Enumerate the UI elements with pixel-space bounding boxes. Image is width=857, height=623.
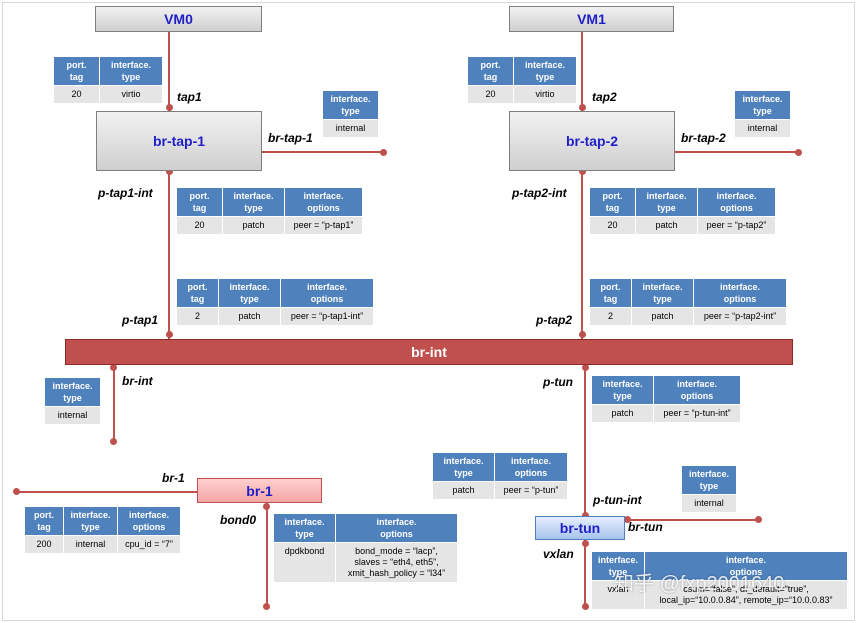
wire-brint-internal xyxy=(113,365,115,442)
br-tap-2-box[interactable]: br-tap-2 xyxy=(509,111,675,171)
port-dot-br-1-end xyxy=(13,488,20,495)
port-dot-p-tap1 xyxy=(166,331,173,338)
table-p-tap1-int: port.tag interface.type interface.option… xyxy=(176,187,363,235)
wire-brtap1-brint xyxy=(168,171,170,339)
wire-brint-brtun xyxy=(584,365,586,516)
table-p-tap1: port.tag interface.type interface.option… xyxy=(176,278,374,326)
label-tap2: tap2 xyxy=(592,90,617,104)
table-vxlan: interface.type interface.options vxlan c… xyxy=(591,551,848,610)
label-vxlan: vxlan xyxy=(543,547,574,561)
port-dot-br-tun xyxy=(624,516,631,523)
label-p-tap1-int: p-tap1-int xyxy=(98,186,153,200)
br-tun-box[interactable]: br-tun xyxy=(535,516,625,540)
label-p-tun-int: p-tun-int xyxy=(593,493,642,507)
port-dot-p-tun-int xyxy=(582,512,589,519)
wire-brtap2-internal xyxy=(675,151,799,153)
port-dot-p-tun xyxy=(582,364,589,371)
port-dot-bond0-end xyxy=(263,603,270,610)
port-dot-tap1 xyxy=(166,104,173,111)
label-br-tun-port: br-tun xyxy=(628,520,663,534)
port-dot-p-tap1-int xyxy=(166,168,173,175)
label-p-tap1: p-tap1 xyxy=(122,313,158,327)
table-p-tun: interface.type interface.options patch p… xyxy=(591,375,741,423)
label-br-1-port: br-1 xyxy=(162,471,185,485)
wire-br1-bond0 xyxy=(266,503,268,607)
wire-brtun-vxlan xyxy=(584,540,586,606)
table-p-tun-int: interface.type interface.options patch p… xyxy=(432,452,568,500)
wire-brtun-internal xyxy=(625,519,759,521)
table-br-tun: interface.type internal xyxy=(681,465,737,513)
port-dot-vxlan-end xyxy=(582,603,589,610)
port-dot-br-int-end xyxy=(110,438,117,445)
label-bond0: bond0 xyxy=(220,513,256,527)
port-dot-br-tun-end xyxy=(755,516,762,523)
port-dot-p-tap2-int xyxy=(579,168,586,175)
port-dot-br-tap-2 xyxy=(795,149,802,156)
table-tap2: port.tag interface.type 20 virtio xyxy=(467,56,577,104)
label-tap1: tap1 xyxy=(177,90,202,104)
vm0-box[interactable]: VM0 xyxy=(95,6,262,32)
br-int-bar[interactable]: br-int xyxy=(65,339,793,365)
wire-brtap2-brint xyxy=(581,171,583,339)
port-dot-tap2 xyxy=(579,104,586,111)
port-dot-bond0 xyxy=(263,503,270,510)
label-br-int-port: br-int xyxy=(122,374,153,388)
table-p-tap2-int: port.tag interface.type interface.option… xyxy=(589,187,776,235)
label-p-tap2: p-tap2 xyxy=(536,313,572,327)
wire-vm1-brtap2 xyxy=(581,32,583,111)
table-br-tap-2: interface.type internal xyxy=(734,90,791,138)
table-tap1: port.tag interface.type 20 virtio xyxy=(53,56,163,104)
table-bond0: interface.type interface.options dpdkbon… xyxy=(273,513,458,583)
br-1-box[interactable]: br-1 xyxy=(197,478,322,503)
label-br-tap-1-port: br-tap-1 xyxy=(268,131,313,145)
label-br-tap-2-port: br-tap-2 xyxy=(681,131,726,145)
port-dot-br-tap-1 xyxy=(380,149,387,156)
zhihu-watermark: 知乎 @fxp2001640 xyxy=(614,573,785,595)
table-br-tap-1: interface.type internal xyxy=(322,90,379,138)
table-br-int: interface.type internal xyxy=(44,377,101,425)
table-br-1: port.tag interface.type interface.option… xyxy=(24,506,181,554)
wire-brtap1-internal xyxy=(262,151,384,153)
port-dot-br-int-internal xyxy=(110,364,117,371)
port-dot-vxlan xyxy=(582,540,589,547)
vm1-box[interactable]: VM1 xyxy=(509,6,674,32)
table-p-tap2: port.tag interface.type interface.option… xyxy=(589,278,787,326)
wire-vm0-brtap1 xyxy=(168,32,170,111)
label-p-tun: p-tun xyxy=(543,375,573,389)
label-p-tap2-int: p-tap2-int xyxy=(512,186,567,200)
port-dot-p-tap2 xyxy=(579,331,586,338)
br-tap-1-box[interactable]: br-tap-1 xyxy=(96,111,262,171)
wire-br1-internal xyxy=(17,491,197,493)
